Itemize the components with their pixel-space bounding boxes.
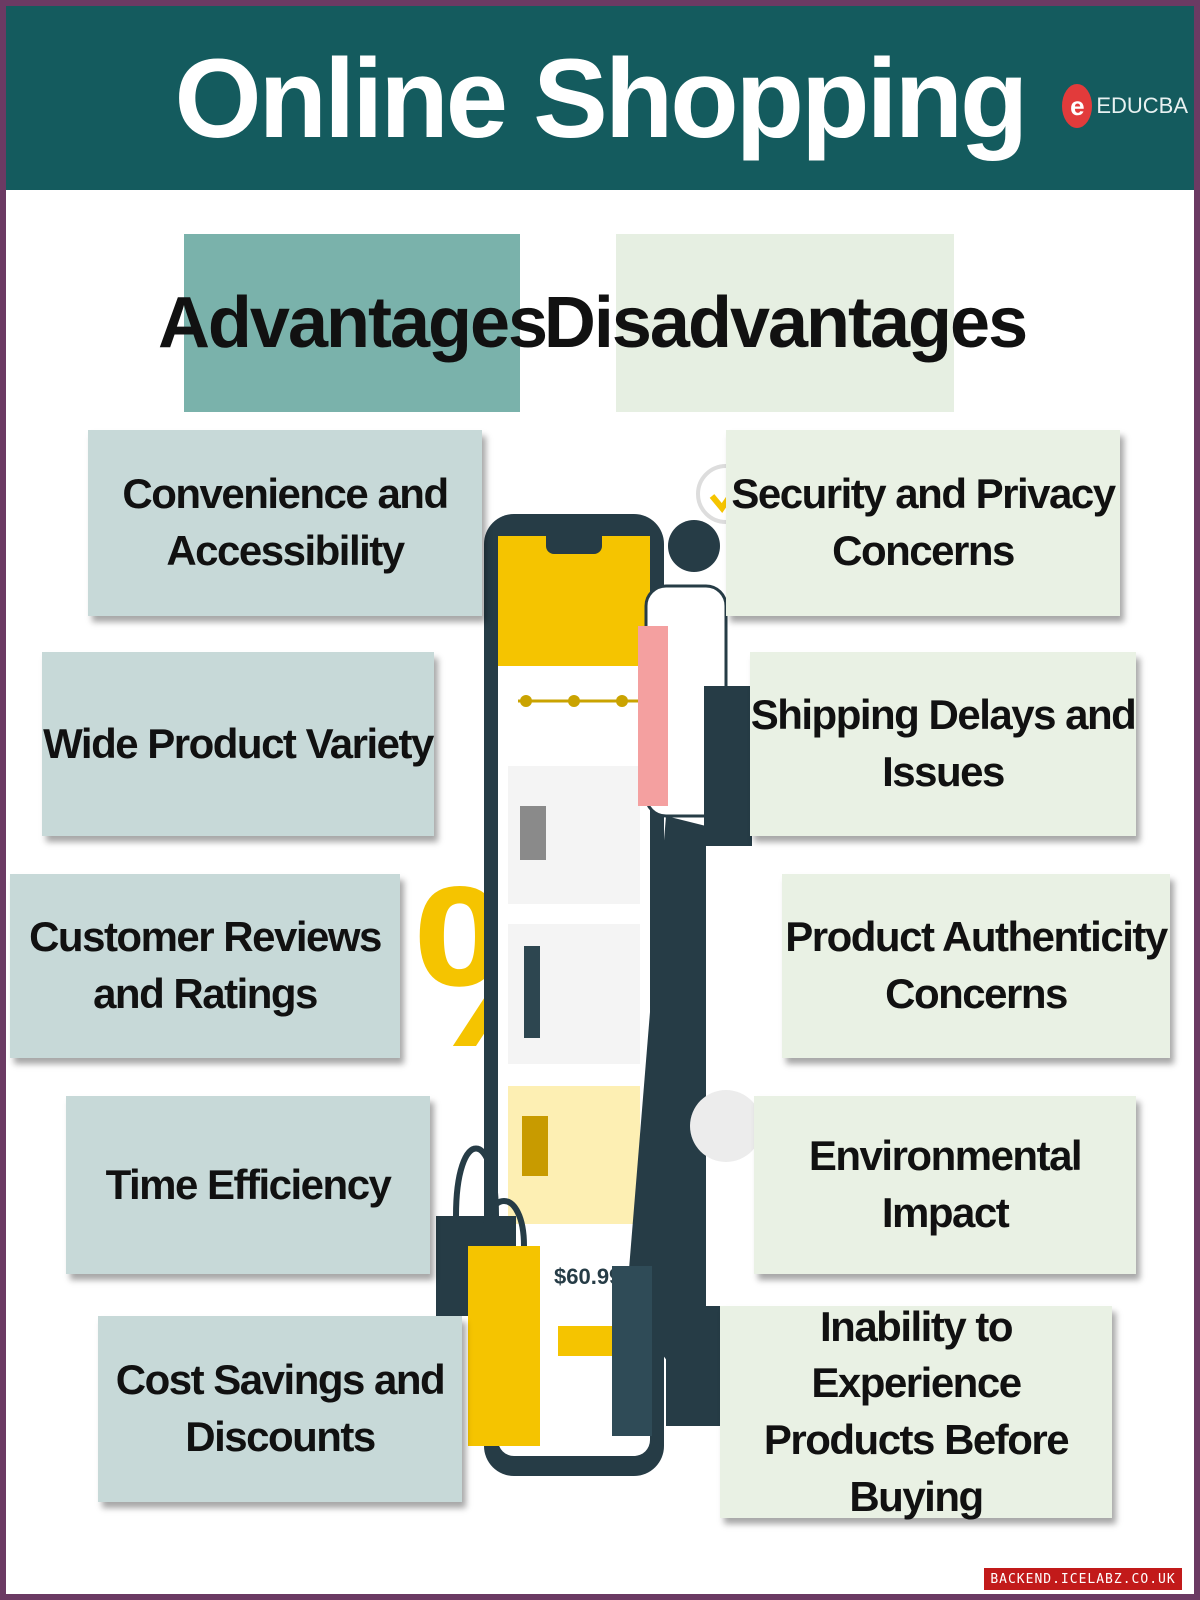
advantages-heading: Advantages [158,234,548,412]
header-bar: Online Shopping e EDUCBA [6,6,1194,190]
disadvantage-item: Inability to Experience Products Before … [720,1303,1112,1520]
disadvantages-heading: Disadvantages [544,234,1028,412]
disadvantage-item: Security and Privacy Concerns [726,430,1120,616]
advantage-item: Time Efficiency [66,1096,430,1274]
educba-logo: e EDUCBA [1062,84,1188,128]
advantage-item: Wide Product Variety [42,652,434,836]
advantage-item: Customer Reviews and Ratings [10,874,400,1058]
logo-text: EDUCBA [1096,93,1188,118]
phone-price: $60.99 [554,1264,621,1289]
disadvantage-item: Product Authenticity Concerns [782,874,1170,1058]
watermark: BACKEND.ICELABZ.CO.UK [984,1568,1182,1590]
infographic-frame: Online Shopping e EDUCBA % $60. [6,6,1194,1594]
advantage-item: Cost Savings and Discounts [98,1316,462,1502]
page-title: Online Shopping [174,36,1029,161]
smartphone-icon: $60.99 [484,514,664,1476]
disadvantage-item: Shipping Delays and Issues [750,652,1137,836]
disadvantage-item: Environmental Impact [754,1096,1136,1274]
percent-icon: % [414,838,619,1095]
educba-logo-icon: e [1062,84,1093,128]
advantage-item: Convenience and Accessibility [88,430,482,616]
